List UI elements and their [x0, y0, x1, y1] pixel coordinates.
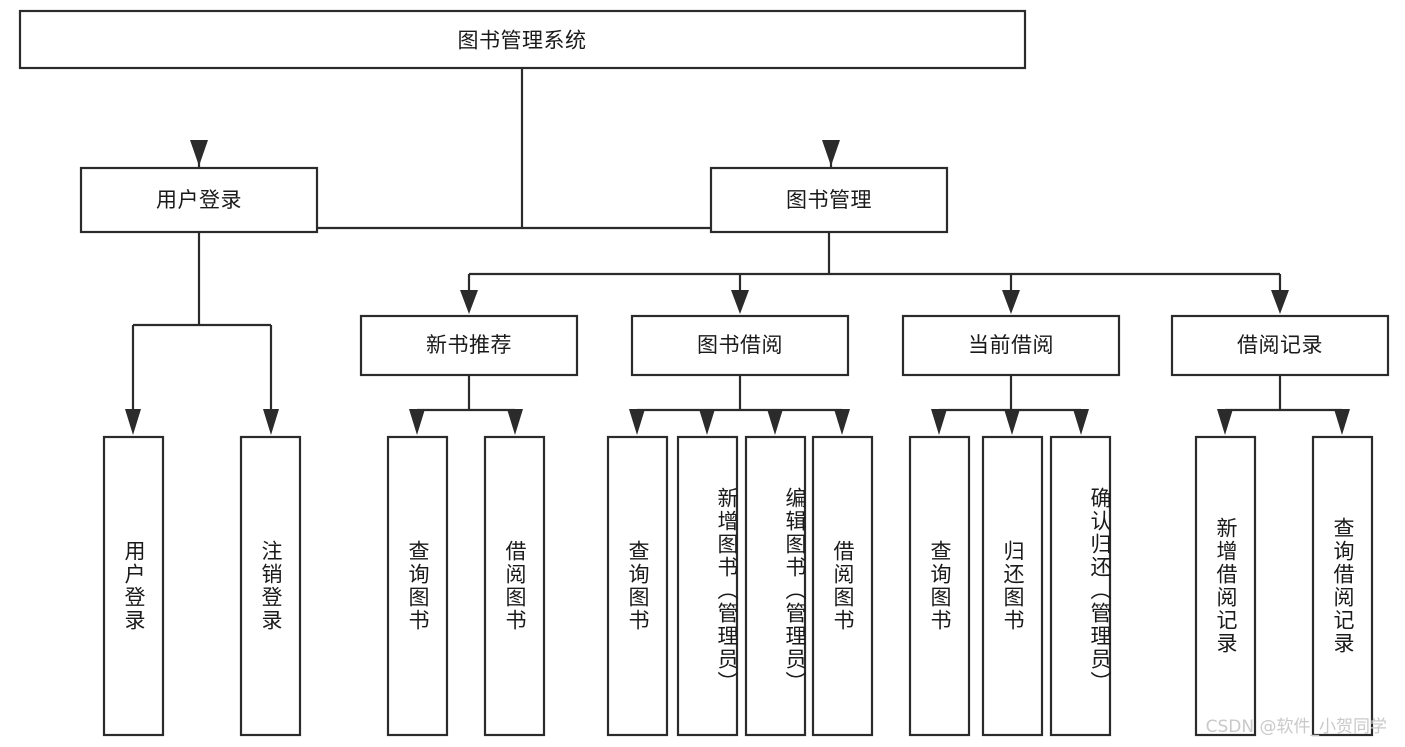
connector-bookborrow-children — [635, 375, 844, 419]
node-book-borrow-box[interactable] — [630, 314, 850, 377]
arrowhead-leaf-query-book-3 — [931, 409, 947, 435]
arrowhead-leaf-add-book — [699, 409, 715, 435]
arrowhead-root-to-bookmanage — [822, 140, 840, 166]
leaf-label-user-login: 用户登录 — [122, 540, 146, 632]
leaf-box-user-login[interactable] — [102, 435, 165, 737]
arrowhead-leaf-borrow-book-1 — [507, 409, 523, 435]
leaf-label-add-record: 新增借阅记录 — [1214, 517, 1238, 655]
leaf-label-user-logout: 注销登录 — [259, 540, 283, 632]
node-borrow-record[interactable]: 借阅记录 — [1170, 314, 1390, 377]
node-root[interactable]: 图书管理系统 — [18, 9, 1027, 70]
connector-borrowrecord-children — [1223, 375, 1344, 419]
node-root-box[interactable] — [18, 9, 1027, 70]
node-user-login[interactable]: 用户登录 — [79, 166, 319, 234]
leaf-box-borrow-book-1[interactable] — [483, 435, 546, 737]
leaf-box-query-book-1[interactable] — [386, 435, 449, 737]
arrowhead-leaf-query-book-2 — [629, 409, 645, 435]
leaf-box-query-book-3[interactable] — [908, 435, 971, 737]
leaf-box-query-record[interactable] — [1311, 435, 1374, 737]
connector-newbook-children — [415, 375, 517, 419]
node-book-manage-label: 图书管理 — [786, 188, 872, 212]
leaf-label-query-book-1: 查询图书 — [406, 540, 430, 632]
node-book-borrow-label: 图书借阅 — [697, 333, 783, 357]
leaf-box-edit-book[interactable] — [744, 435, 807, 737]
leaf-label-borrow-book-2: 借阅图书 — [831, 540, 855, 632]
node-root-label: 图书管理系统 — [458, 29, 587, 53]
leaf-box-add-record[interactable] — [1194, 435, 1257, 737]
node-new-book-recommend[interactable]: 新书推荐 — [359, 314, 579, 377]
arrowhead-leaf-add-record — [1217, 409, 1233, 435]
leaf-box-confirm-return[interactable] — [1049, 435, 1112, 737]
leaf-box-query-book-2[interactable] — [606, 435, 669, 737]
connector-bookmanage-children — [467, 232, 1282, 299]
node-borrow-record-label: 借阅记录 — [1237, 333, 1323, 357]
node-book-manage[interactable]: 图书管理 — [709, 166, 949, 234]
node-new-book-recommend-label: 新书推荐 — [426, 333, 512, 357]
arrowhead-leaf-borrow-book-2 — [834, 409, 850, 435]
node-book-borrow[interactable]: 图书借阅 — [630, 314, 850, 377]
connector-userlogin-children — [131, 232, 273, 419]
leaf-box-add-book[interactable] — [676, 435, 739, 737]
leaf-label-edit-book: 编辑图书（管理员） — [783, 486, 807, 694]
arrowhead-leaf-confirm-return — [1073, 409, 1089, 435]
leaf-label-add-book: 新增图书（管理员） — [715, 486, 739, 694]
arrowhead-to-borrowrecord — [1271, 290, 1289, 314]
leaf-label-confirm-return: 确认归还（管理员） — [1088, 486, 1112, 694]
arrowhead-leaf-edit-book — [767, 409, 783, 435]
arrowhead-leaf-query-book-1 — [409, 409, 425, 435]
arrowhead-leaf-user-logout — [263, 409, 279, 435]
node-current-borrow-label: 当前借阅 — [968, 333, 1054, 357]
csdn-watermark: CSDN @软件_小贺同学 — [1205, 717, 1387, 737]
node-user-login-box[interactable] — [79, 166, 319, 234]
leaf-label-borrow-book-1: 借阅图书 — [503, 540, 527, 632]
leaf-label-query-book-3: 查询图书 — [928, 540, 952, 632]
arrowhead-leaf-query-record — [1334, 409, 1350, 435]
leaf-label-query-record: 查询借阅记录 — [1331, 517, 1355, 655]
arrowhead-leaf-user-login — [125, 409, 141, 435]
leaf-box-return-book[interactable] — [981, 435, 1044, 737]
node-current-borrow[interactable]: 当前借阅 — [901, 314, 1121, 377]
leaf-box-borrow-book-2[interactable] — [811, 435, 874, 737]
arrowhead-to-newbook — [460, 290, 478, 314]
leaf-label-return-book: 归还图书 — [1001, 540, 1025, 632]
arrowhead-to-bookborrow — [731, 290, 749, 314]
leaf-label-query-book-2: 查询图书 — [626, 540, 650, 632]
arrowhead-to-currentborrow — [1002, 290, 1020, 314]
arrowhead-root-to-userlogin — [190, 140, 208, 166]
node-user-login-label: 用户登录 — [156, 188, 242, 212]
arrowhead-leaf-return-book — [1004, 409, 1020, 435]
leaf-box-user-logout[interactable] — [239, 435, 302, 737]
